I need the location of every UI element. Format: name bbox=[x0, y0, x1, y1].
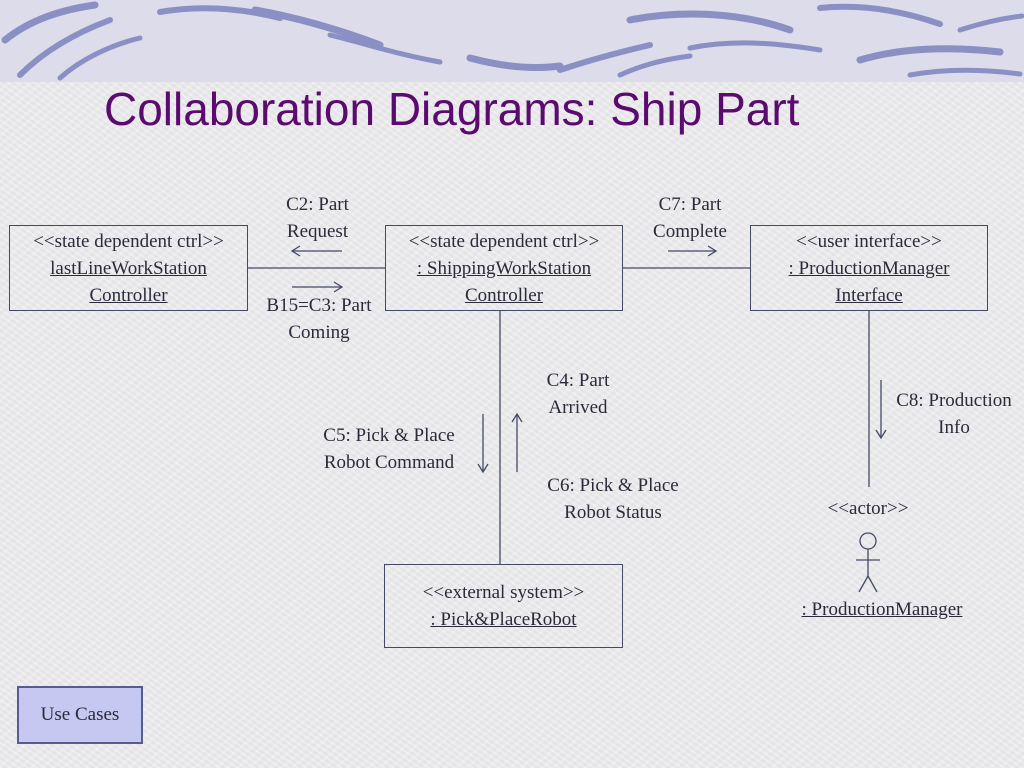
banner-stroke bbox=[17, 17, 113, 78]
object-name: lastLineWorkStation bbox=[50, 257, 207, 279]
banner-stroke bbox=[957, 13, 1024, 33]
object-name: Interface bbox=[835, 284, 903, 306]
use-cases-button[interactable]: Use Cases bbox=[17, 686, 143, 744]
banner-stroke bbox=[57, 35, 143, 81]
object-shipping-workstation-controller: <<state dependent ctrl>> : ShippingWorkS… bbox=[385, 225, 623, 311]
arrow-c4-up bbox=[511, 412, 523, 472]
banner-stroke bbox=[626, 10, 794, 34]
message-text: C5: Pick & Place bbox=[323, 425, 455, 446]
arrow-b15-right bbox=[292, 281, 344, 293]
banner-stroke bbox=[687, 40, 823, 53]
message-text: B15=C3: Part bbox=[266, 295, 372, 316]
object-stereotype: <<state dependent ctrl>> bbox=[33, 230, 224, 252]
message-c8-label: C8: Production Info bbox=[884, 387, 1024, 441]
actor-name: : ProductionManager bbox=[801, 599, 963, 620]
arrow-c8-down bbox=[875, 380, 887, 440]
message-text: Request bbox=[286, 221, 349, 242]
banner-stroke bbox=[856, 45, 1004, 64]
message-text: Coming bbox=[288, 322, 350, 343]
message-c2-label: C2: Part Request bbox=[265, 191, 370, 245]
object-name: Controller bbox=[464, 284, 544, 306]
banner-stroke bbox=[617, 53, 693, 78]
message-text: C8: Production bbox=[896, 390, 1012, 411]
page-title: Collaboration Diagrams: Ship Part bbox=[104, 83, 800, 135]
banner-stroke bbox=[1, 1, 99, 44]
message-text: Complete bbox=[653, 221, 727, 242]
message-c5-label: C5: Pick & Place Robot Command bbox=[306, 422, 472, 476]
message-c6-label: C6: Pick & Place Robot Status bbox=[530, 472, 696, 526]
banner-stroke bbox=[327, 32, 443, 65]
arrow-c5-down bbox=[477, 414, 489, 474]
actor-stick-figure-icon bbox=[856, 532, 880, 593]
banner-stroke bbox=[466, 54, 564, 72]
banner-stroke bbox=[817, 3, 943, 27]
object-stereotype: <<state dependent ctrl>> bbox=[408, 230, 600, 252]
actor-stereotype: <<actor>> bbox=[827, 498, 909, 519]
object-production-manager-interface: <<user interface>> : ProductionManager I… bbox=[750, 225, 988, 311]
message-text: C4: Part bbox=[546, 370, 610, 391]
object-stereotype: <<user interface>> bbox=[796, 230, 942, 252]
header-banner bbox=[0, 0, 1024, 82]
object-name: : ShippingWorkStation bbox=[416, 257, 592, 279]
arrow-c7-right bbox=[668, 245, 718, 257]
message-text: Info bbox=[938, 417, 970, 438]
message-text: Robot Command bbox=[323, 452, 455, 473]
object-name: : ProductionManager bbox=[788, 257, 950, 279]
object-lastline-workstation-controller: <<state dependent ctrl>> lastLineWorkSta… bbox=[9, 225, 248, 311]
message-text: Robot Status bbox=[564, 502, 662, 523]
banner-stroke bbox=[251, 6, 384, 49]
banner-stroke bbox=[907, 67, 1023, 78]
message-text: C2: Part bbox=[286, 194, 349, 215]
message-b15-label: B15=C3: Part Coming bbox=[250, 292, 388, 346]
object-name: Controller bbox=[89, 284, 168, 306]
message-text: C6: Pick & Place bbox=[547, 475, 679, 496]
message-c4-label: C4: Part Arrived bbox=[528, 367, 628, 421]
message-text: Arrived bbox=[548, 397, 608, 418]
object-name: : Pick&PlaceRobot bbox=[430, 609, 577, 630]
message-text: C7: Part bbox=[658, 194, 722, 215]
object-pick-place-robot: <<external system>> : Pick&PlaceRobot bbox=[384, 564, 623, 648]
object-stereotype: <<external system>> bbox=[422, 582, 585, 603]
message-c7-label: C7: Part Complete bbox=[636, 191, 744, 245]
banner-stroke bbox=[557, 42, 653, 73]
arrow-c2-left bbox=[290, 245, 342, 257]
